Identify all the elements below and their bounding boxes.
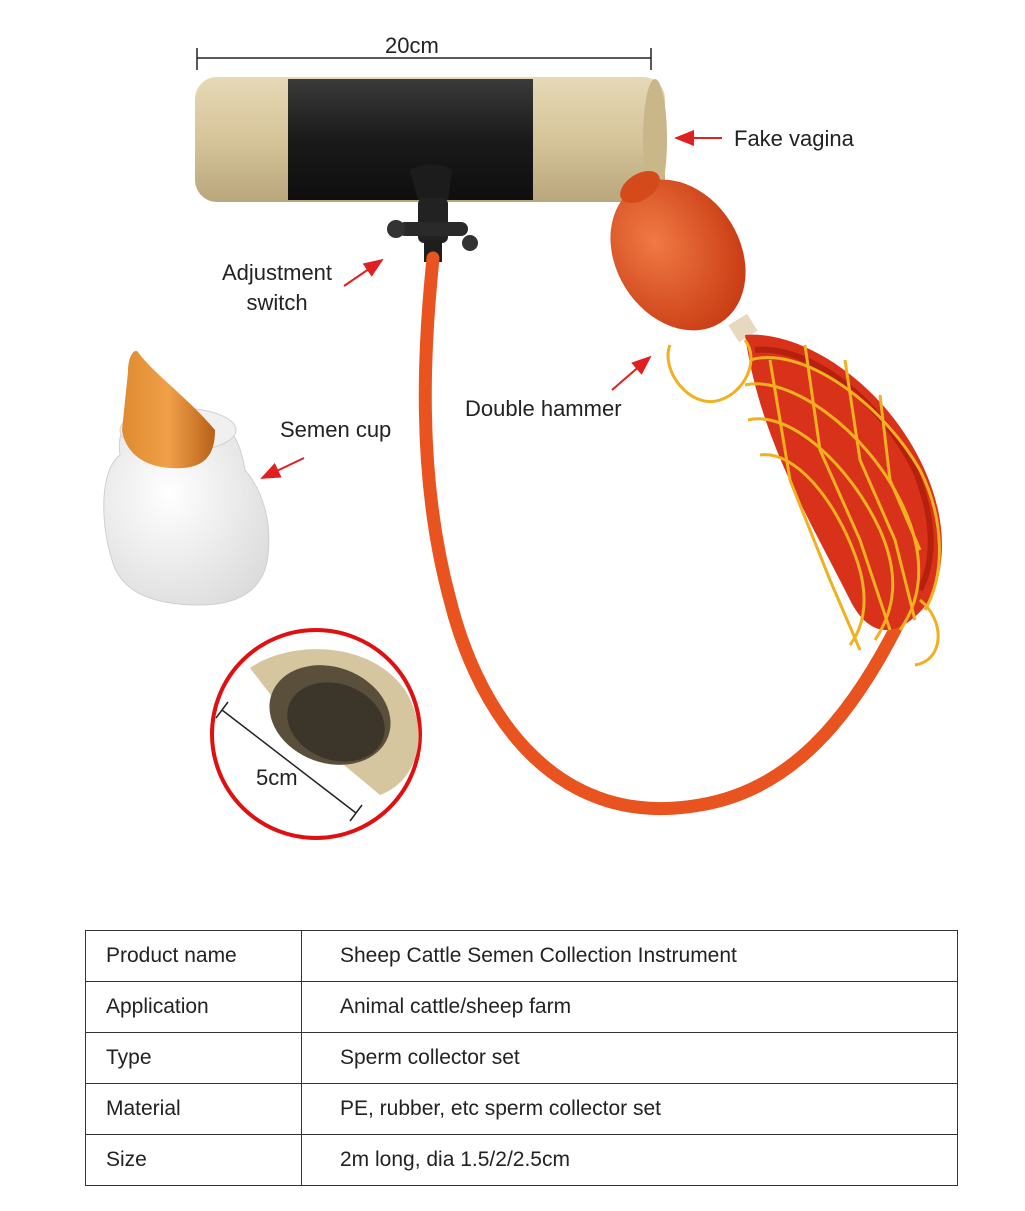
fake-vagina-label: Fake vagina: [734, 126, 854, 151]
spec-key: Type: [85, 1032, 302, 1084]
spec-value: PE, rubber, etc sperm collector set: [301, 1083, 958, 1135]
adjustment-switch-valve: [387, 164, 478, 262]
table-row: Type Sperm collector set: [85, 1032, 958, 1084]
adjustment-switch-label-line1: Adjustment: [221, 260, 333, 285]
fake-vagina-cylinder: [195, 77, 667, 202]
double-hammer-label: Double hammer: [465, 396, 622, 421]
table-row: Product name Sheep Cattle Semen Collecti…: [85, 930, 958, 982]
length-dimension-line: [196, 48, 652, 70]
rubber-tube: [418, 251, 907, 816]
length-label: 20cm: [385, 33, 439, 58]
double-hammer-bulb: [610, 170, 942, 630]
arrow-semen-cup: [260, 457, 305, 479]
product-illustration: [103, 48, 942, 840]
spec-key: Size: [85, 1134, 302, 1186]
spec-value: Animal cattle/sheep farm: [301, 981, 958, 1033]
adjustment-switch-label-line2: switch: [246, 290, 308, 315]
table-row: Application Animal cattle/sheep farm: [85, 981, 958, 1033]
spec-key: Material: [85, 1083, 302, 1135]
spec-value: Sheep Cattle Semen Collection Instrument: [301, 930, 958, 982]
semen-cup: [103, 350, 270, 606]
spec-value: Sperm collector set: [301, 1032, 958, 1084]
adjustment-switch-label: Adjustment switch: [214, 258, 340, 318]
arrow-double-hammer: [611, 355, 652, 391]
net-mesh: [666, 339, 941, 667]
spec-key: Product name: [85, 930, 302, 982]
spec-table: Product name Sheep Cattle Semen Collecti…: [85, 930, 958, 1186]
spec-key: Application: [85, 981, 302, 1033]
arrow-adjustment-switch: [343, 258, 384, 287]
table-row: Material PE, rubber, etc sperm collector…: [85, 1083, 958, 1135]
spec-value: 2m long, dia 1.5/2/2.5cm: [301, 1134, 958, 1186]
ring-closeup: [210, 628, 422, 840]
diameter-label: 5cm: [256, 765, 298, 790]
semen-cup-label: Semen cup: [280, 417, 392, 442]
table-row: Size 2m long, dia 1.5/2/2.5cm: [85, 1134, 958, 1186]
